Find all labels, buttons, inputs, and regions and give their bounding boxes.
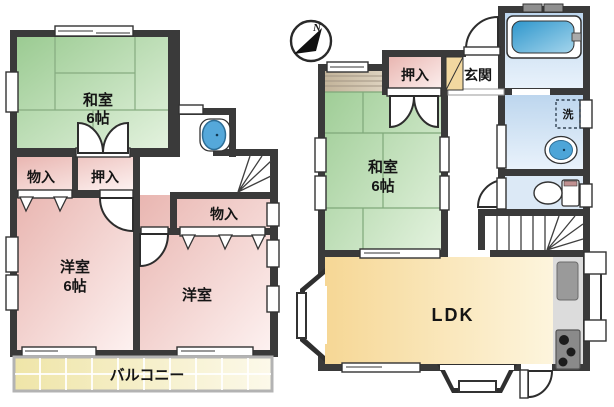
bedroom-main-size: 6帖 xyxy=(63,277,86,295)
toilet-1f xyxy=(533,179,580,207)
storage-left-label: 物入 xyxy=(27,169,55,185)
floor-2f-plan: バルコニー 和室 6帖 物入 押入 洋室 6帖 洋室 物入 xyxy=(5,25,280,393)
kitchen-bay-window xyxy=(583,251,607,342)
room-bedroom-sub-floor xyxy=(140,195,271,350)
tatami-lines-1f xyxy=(325,91,441,250)
doors-1f xyxy=(389,15,554,399)
labels-1f: 押入 玄関 和室 6帖 LDK xyxy=(368,67,492,325)
tatami-lines-2f xyxy=(17,37,168,148)
ldk-label: LDK xyxy=(432,305,475,325)
kitchen-fixtures xyxy=(555,261,581,370)
laundry-label: 洗 xyxy=(563,107,574,121)
ldk-floor xyxy=(325,257,553,364)
toilet-2f-bowl xyxy=(201,119,227,151)
back-door xyxy=(527,370,554,399)
closet-1f-label: 押入 xyxy=(401,67,429,83)
bathtub xyxy=(506,15,582,59)
washitsu-2f-label: 和室 xyxy=(83,91,113,109)
balcony-label: バルコニー xyxy=(110,367,185,384)
washitsu-1f-size: 6帖 xyxy=(371,177,394,195)
closet-2f-label: 押入 xyxy=(91,169,119,185)
washitsu-2f-size: 6帖 xyxy=(86,109,109,127)
windows-2f xyxy=(5,25,280,357)
doors-2f xyxy=(75,121,170,268)
slide-door-marks-2f xyxy=(19,196,267,251)
toilet-2f xyxy=(199,118,231,152)
floor-1f-plan: 洗 押入 玄関 和室 6帖 LDK xyxy=(296,3,607,399)
stairs-1f xyxy=(496,215,584,251)
laundry-space: 洗 xyxy=(555,99,581,129)
kitchen-sink xyxy=(556,261,579,301)
windows-1f xyxy=(314,3,593,373)
storage-right-label: 物入 xyxy=(210,206,238,222)
bedroom-main-door xyxy=(98,197,134,233)
entrance-label: 玄関 xyxy=(464,67,492,83)
wash-basin xyxy=(544,135,578,165)
compass-needle xyxy=(294,28,322,54)
labels-2f: 和室 6帖 物入 押入 洋室 6帖 洋室 物入 xyxy=(27,91,238,304)
compass-north-label: N xyxy=(312,22,322,34)
stairs-2f xyxy=(237,155,272,193)
tub-faucet xyxy=(571,32,582,42)
wood-strip xyxy=(325,71,385,92)
balcony: バルコニー xyxy=(12,355,274,393)
ldk-bottom-bay-window xyxy=(437,364,517,393)
entrance-door xyxy=(464,15,499,50)
bedroom-sub-door xyxy=(139,233,170,268)
washitsu-1f-label: 和室 xyxy=(368,158,398,176)
closet-1f-floor xyxy=(389,57,441,92)
bedroom-main-label: 洋室 xyxy=(60,258,90,276)
compass: N xyxy=(289,19,333,63)
entrance-step xyxy=(445,56,464,91)
ldk-left-bay-window xyxy=(296,268,327,362)
bedroom-sub-label: 洋室 xyxy=(182,286,212,304)
